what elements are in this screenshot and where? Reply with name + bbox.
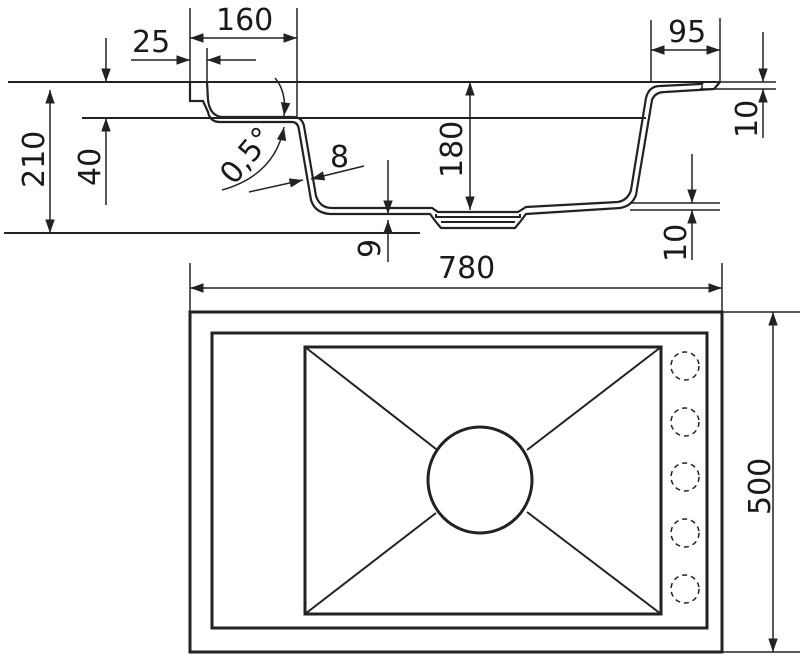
dim-label-8: 8 (330, 140, 349, 175)
sink-bowl (303, 345, 663, 616)
tap-hole (670, 518, 700, 548)
drain-circle (426, 425, 534, 535)
section-dimension-labels: 25 160 95 8 0,5° 210 40 180 9 10 10 (17, 3, 765, 262)
dim-label-500: 500 (743, 458, 778, 515)
tap-hole (670, 351, 700, 381)
dim-8-arrow-right (310, 165, 365, 181)
sink-outer-edge (188, 310, 724, 654)
sink-rim (210, 331, 709, 630)
dim-label-95: 95 (668, 15, 706, 50)
dim-label-180: 180 (435, 121, 470, 178)
dim-label-780: 780 (438, 251, 495, 286)
dim-label-40: 40 (73, 148, 108, 186)
dim-8-arrow-left (248, 178, 304, 193)
dim-angle-arc-top (274, 77, 291, 117)
tap-holes (670, 351, 700, 604)
dim-label-10-bottom: 10 (659, 224, 694, 262)
dim-label-9: 9 (353, 239, 388, 258)
tap-hole (670, 407, 700, 437)
bowl-slope-line (304, 512, 437, 615)
dim-label-25: 25 (132, 25, 170, 60)
section-view (4, 8, 776, 262)
sink-profile-outer (188, 81, 721, 230)
sink-profile-inner (205, 81, 705, 214)
tap-hole (670, 462, 700, 492)
plan-dimension-labels: 780 500 (438, 251, 778, 515)
dim-label-160: 160 (216, 3, 273, 38)
dim-label-angle: 0,5° (213, 121, 280, 192)
tap-hole (670, 574, 700, 604)
bowl-slope-line (526, 511, 662, 615)
bowl-slope-line (304, 346, 437, 450)
drain-detail (435, 214, 521, 223)
dim-label-10-top: 10 (730, 100, 765, 138)
bowl-slope-line (526, 346, 662, 451)
plan-view (188, 263, 800, 654)
dim-angle-arc-bottom (221, 126, 287, 191)
dim-label-210: 210 (17, 131, 52, 188)
